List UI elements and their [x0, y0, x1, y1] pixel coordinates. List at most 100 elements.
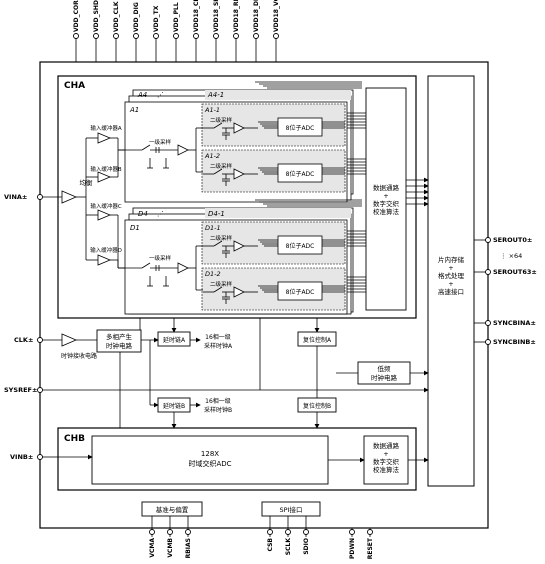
phase-b-l2: 采样时钟B	[204, 406, 232, 414]
top-pin-label: VDD_CLK	[113, 1, 120, 32]
bottom-pin-label: VCMA	[149, 538, 156, 558]
bottom-pin	[303, 529, 309, 535]
a4-label: A4	[137, 91, 147, 99]
multiphase-l1: 多相产生	[106, 332, 133, 341]
bottom-pin	[367, 529, 373, 535]
top-pin-label: VDD_SHDLL	[93, 0, 100, 32]
bottom-pin	[167, 529, 173, 535]
d1-label: D1	[130, 224, 140, 232]
buffer-a-label: 输入缓冲器A	[90, 124, 122, 132]
top-pin	[273, 33, 279, 39]
bottom-pin	[267, 529, 273, 535]
interface-l4: +	[448, 280, 453, 288]
d1-1-label: D1-1	[205, 224, 221, 232]
interface-l2: +	[448, 264, 453, 272]
top-pin	[253, 33, 259, 39]
chb-datapath-l1: 数据通路	[373, 441, 400, 450]
bottom-pin	[185, 529, 191, 535]
a1-label: A1	[129, 106, 139, 114]
serout0-label: SEROUT0±	[493, 236, 532, 244]
top-pin-label: VDD_PLL	[173, 2, 180, 32]
d1-1-buffer	[233, 240, 245, 252]
signal-wires	[42, 81, 486, 463]
syncbina-pin	[485, 320, 491, 326]
spi-block	[261, 501, 321, 517]
cha-datapath-l4: 校准算法	[373, 207, 400, 216]
interface-l3: 格式处理	[438, 271, 465, 280]
vinb-pin	[37, 454, 43, 460]
multiphase-l2: 时钟电路	[106, 341, 133, 350]
phase-b-l1: 16相一级	[205, 397, 231, 405]
top-pin	[153, 33, 159, 39]
phase-a-l1: 16相一级	[205, 333, 231, 341]
chb-datapath-l3: 数字交织	[373, 457, 400, 466]
bottom-pin	[349, 529, 355, 535]
d1-1-subblock	[201, 221, 346, 265]
cha-datapath-l3: 数字交织	[373, 199, 400, 208]
bottom-pin-label: RESET	[367, 537, 374, 559]
a1-1-adc	[277, 117, 323, 137]
d4-label: D4	[138, 210, 148, 218]
chip-outline	[39, 61, 489, 529]
reset-a-label: 复位控制A	[303, 336, 332, 344]
interface-l1: 片内存储	[438, 255, 465, 264]
clk-pin-label: CLK±	[14, 336, 33, 344]
a1-1-buffer	[233, 122, 245, 134]
cha-datapath-l1: 数据通路	[373, 183, 400, 192]
a1-1-switch	[213, 122, 223, 129]
sysref-pin	[37, 387, 43, 393]
chb-datapath-l4: 校准算法	[373, 465, 400, 474]
interface-block	[427, 75, 475, 487]
top-pin-label: VDD18_VCO	[273, 0, 280, 32]
a-stage1-buffer	[177, 144, 189, 156]
top-pin-label: VDD_DIG	[133, 2, 140, 32]
sysref-pin-label: SYSREF±	[4, 386, 37, 394]
input-buffer-a	[97, 132, 112, 144]
a-stage1-switch	[141, 144, 151, 151]
clk-receiver-buffer	[61, 333, 78, 347]
a1-2-subblock	[201, 149, 346, 193]
a-dots: ⋰	[157, 91, 164, 99]
input-buffer-c	[97, 209, 112, 221]
cha-datapath-l2: +	[383, 192, 388, 200]
reset-b-label: 复位控制B	[303, 402, 331, 410]
a1-1-label: A1-1	[204, 106, 220, 114]
top-pin-label: VDD18_CLK	[193, 0, 200, 32]
chb-datapath-l2: +	[383, 450, 388, 458]
syncbina-label: SYNCBINA±	[493, 319, 536, 327]
d-stage1-switch	[141, 262, 151, 269]
vina-pin-label: VINA±	[4, 193, 27, 201]
phase-a-l2: 采样时钟A	[204, 342, 233, 350]
cha-datapath-block	[365, 87, 407, 311]
bottom-pin-label: RBIAS	[185, 538, 192, 558]
bottom-pin-label: SCLK	[285, 538, 292, 556]
top-pin	[173, 33, 179, 39]
serout63-label: SEROUT63±	[493, 268, 537, 276]
d4-1-label: D4-1	[208, 210, 225, 218]
d1-2-stage2: 二级采样	[210, 280, 233, 288]
clk-receiver-label: 时钟接收电路	[61, 352, 97, 360]
top-pin-label: VDD_CORE	[73, 0, 80, 32]
lowfreq-l2: 时钟电路	[371, 373, 398, 382]
top-pin-group: VDD_CORE VDD_SHDLL VDD_CLK VDD_DIG VDD_TX VDD…	[73, 0, 280, 62]
d1-2-label: D1-2	[205, 270, 221, 278]
d-dots: ⋰	[157, 210, 164, 218]
syncbinb-pin	[485, 339, 491, 345]
bottom-pin-label: PDWN	[349, 538, 356, 559]
clk-pin	[37, 337, 43, 343]
chb-adc-block	[91, 435, 329, 485]
a4-1-shade	[205, 90, 351, 100]
top-pin-label: VDD_TX	[153, 5, 160, 32]
bottom-pin	[285, 529, 291, 535]
input-buffer-d	[97, 254, 112, 266]
chb-label: CHB	[64, 434, 85, 444]
vina-pin	[37, 194, 43, 200]
bottom-pin-label: CSB	[267, 538, 274, 552]
a1-2-adc-label: 8位子ADC	[286, 170, 315, 178]
spi-label: SPI接口	[280, 505, 303, 514]
d4-1-shade	[205, 208, 351, 218]
d-stage1-buffer	[177, 262, 189, 274]
a1-1-adc-label: 8位子ADC	[286, 124, 315, 132]
